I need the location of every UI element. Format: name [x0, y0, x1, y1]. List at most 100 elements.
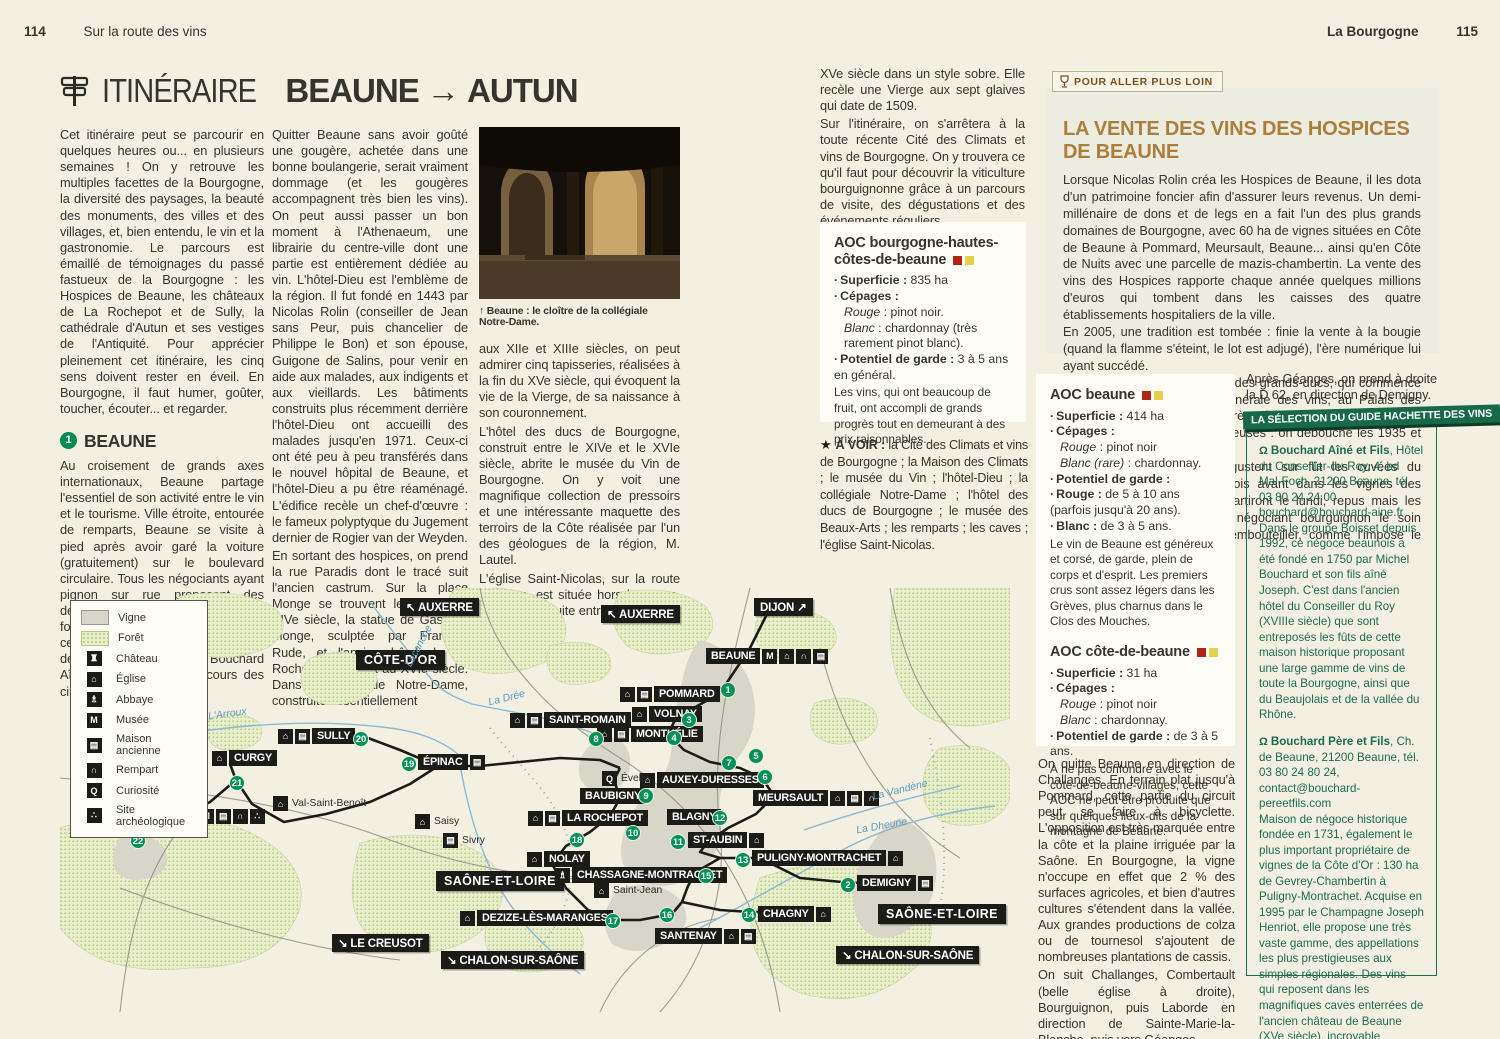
place-label: Évelle	[621, 773, 650, 784]
legend-label: Vigne	[118, 611, 146, 624]
feature-box-title: LA VENTE DES VINS DES HOSPICES DE BEAUNE	[1063, 118, 1410, 163]
itinerary-step-15: 15	[698, 868, 714, 884]
legend-icon-wrap: Q	[81, 783, 107, 798]
abbaye-icon: ♗	[555, 867, 570, 883]
town-month-lie: ⌂▤MONTHÉLIE	[597, 726, 703, 742]
town-blagny: BLAGNY	[667, 809, 722, 825]
town-auxey-duresses: ⌂AUXEY-DURESSES	[640, 772, 764, 788]
rempart-icon: ∩	[86, 762, 102, 778]
musee-icon: M	[762, 648, 778, 664]
town-la-rochepot: ⌂▤LA ROCHEPOT	[528, 810, 648, 826]
body-paragraph: XVe siècle dans un style sobre. Elle rec…	[820, 66, 1025, 114]
town-chagny: CHAGNY⌂	[758, 906, 831, 922]
legend-label: Curiosité	[116, 784, 160, 797]
region-label: SAÔNE-ET-LOIRE	[878, 904, 1006, 924]
abbaye-icon: ♗	[86, 692, 102, 707]
maison-icon: ▤	[469, 754, 485, 770]
aoc-yellow-square-icon	[1208, 647, 1218, 657]
eglise-icon: ⌂	[528, 810, 543, 826]
place-label: Saint-Jean	[613, 885, 663, 896]
road-sign: ↘ CHALON-SUR-SAÔNE	[441, 951, 585, 969]
aoc-bullet: ·	[834, 289, 839, 304]
legend-row: Vigne	[81, 610, 197, 625]
itinerary-step-14: 14	[741, 907, 757, 923]
place-sivry: ▤ Sivry	[443, 833, 485, 848]
running-head-left: 114 Sur la route des vins	[24, 24, 207, 39]
place-saint-jean: ⌂Saint-Jean	[594, 883, 662, 898]
legend-icon-wrap: ∩	[81, 762, 107, 778]
aoc-red-square-icon	[1141, 391, 1151, 400]
itinerary-step-19: 19	[401, 756, 417, 772]
itinerary-step-21: 21	[229, 775, 245, 791]
itinerary-step-9: 9	[638, 788, 654, 804]
body-paragraph: aux XIIe et XIIIe siècles, on peut admir…	[479, 341, 680, 421]
sight-star-icon: ★	[820, 437, 832, 452]
itinerary-step-6: 6	[757, 769, 773, 785]
aoc-gap	[1050, 630, 1221, 644]
eglise-icon: ⌂	[460, 910, 475, 926]
body-paragraph: Quitter Beaune sans avoir goûté une goug…	[272, 127, 468, 545]
body-paragraph: On suit Challanges, Combertault (belle é…	[1038, 967, 1235, 1039]
itinerary-step-5: 5	[748, 748, 764, 764]
site-icon: ∴	[249, 808, 265, 824]
maison-icon: ▤	[545, 810, 560, 826]
step-number-badge: 1	[60, 432, 77, 450]
aoc-bullet: ·	[1050, 487, 1055, 502]
maison-icon: ▤	[443, 833, 458, 848]
column-6: Après Géanges, on prend à droite la D 62…	[1246, 371, 1437, 405]
cloister-photo	[479, 127, 680, 299]
vigne-swatch	[81, 610, 109, 625]
a-voir-text: la Cité des Climats et vins de Bourgogne…	[820, 438, 1028, 552]
selection-entry-desc: Maison de négoce historique fondée en 17…	[1259, 812, 1425, 1039]
town-label: CHAGNY	[758, 906, 814, 922]
town-label: DEZIZE-LÈS-MARANGES	[477, 910, 613, 926]
selection-entry-desc: Dans le groupe Boisset depuis 1992, ce n…	[1259, 521, 1420, 722]
town-pommard: ⌂▤POMMARD	[620, 686, 720, 702]
place-label: Saisy	[434, 816, 460, 827]
eglise-icon: ⌂	[830, 790, 846, 806]
itinerary-step-18: 18	[569, 832, 585, 848]
town-label: DEMIGNY	[857, 875, 916, 891]
town-label: ST-AUBIN	[688, 832, 748, 848]
title-arrow-icon: →	[426, 72, 460, 109]
column-1: Cet itinéraire peut se parcourir en quel…	[60, 127, 264, 702]
legend-row: ▤Maison ancienne	[81, 733, 197, 757]
aoc-bullet: ·	[1050, 424, 1055, 439]
town-label: BLAGNY	[667, 809, 722, 825]
eglise-icon: ⌂	[212, 750, 227, 766]
aoc-bullet: ·	[834, 352, 839, 367]
column-4: XVe siècle dans un style sobre. Elle rec…	[820, 66, 1025, 231]
legend-label: Château	[116, 652, 158, 665]
page-title-text: ITINÉRAIRE BEAUNE → AUTUN	[102, 72, 579, 110]
town-label: SULLY	[312, 728, 356, 744]
legend-label: Abbaye	[116, 693, 154, 706]
aoc-yellow-square-icon	[1153, 391, 1163, 400]
road-sign: ↘ CHALON-SUR-SAÔNE	[836, 946, 980, 964]
intro-paragraph: Cet itinéraire peut se parcourir en quel…	[60, 127, 264, 416]
eglise-icon: ⌂	[888, 850, 904, 866]
legend-label: Site archéologique	[116, 803, 186, 828]
aoc-bullet: ·	[834, 273, 839, 288]
aoc-line: ·Potentiel de garde :	[1050, 471, 1171, 486]
title-from: BEAUNE	[285, 72, 419, 109]
aoc-yellow-square-icon	[965, 255, 975, 265]
itinerary-step-3: 3	[681, 712, 697, 728]
town-meursault: MEURSAULT⌂▤∩	[753, 790, 880, 806]
town-label: BEAUNE	[706, 648, 761, 664]
town-label: CURGY	[229, 750, 277, 766]
town-puligny-montrachet: PULIGNY-MONTRACHET⌂	[752, 850, 904, 866]
road-sign: ↘ LE CREUSOT	[332, 934, 429, 952]
maison-icon: ▤	[637, 686, 652, 702]
town-santenay: SANTENAY⌂▤	[655, 928, 756, 944]
aoc-bullet: ·	[1050, 408, 1055, 423]
maison-icon: ▤	[740, 928, 756, 944]
road-sign: ↖ AUXERRE	[601, 605, 680, 623]
aoc-bullet: ·	[1050, 681, 1055, 696]
place-label: Sivry	[462, 835, 485, 846]
legend-row: ♗ Abbaye	[81, 692, 197, 707]
